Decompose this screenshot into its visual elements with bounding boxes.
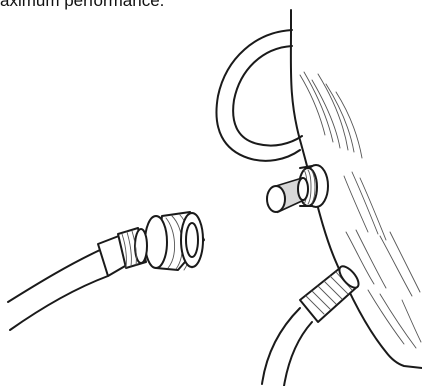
left-hose xyxy=(8,228,147,330)
coupling-nut xyxy=(145,212,204,270)
right-hose xyxy=(262,263,362,386)
